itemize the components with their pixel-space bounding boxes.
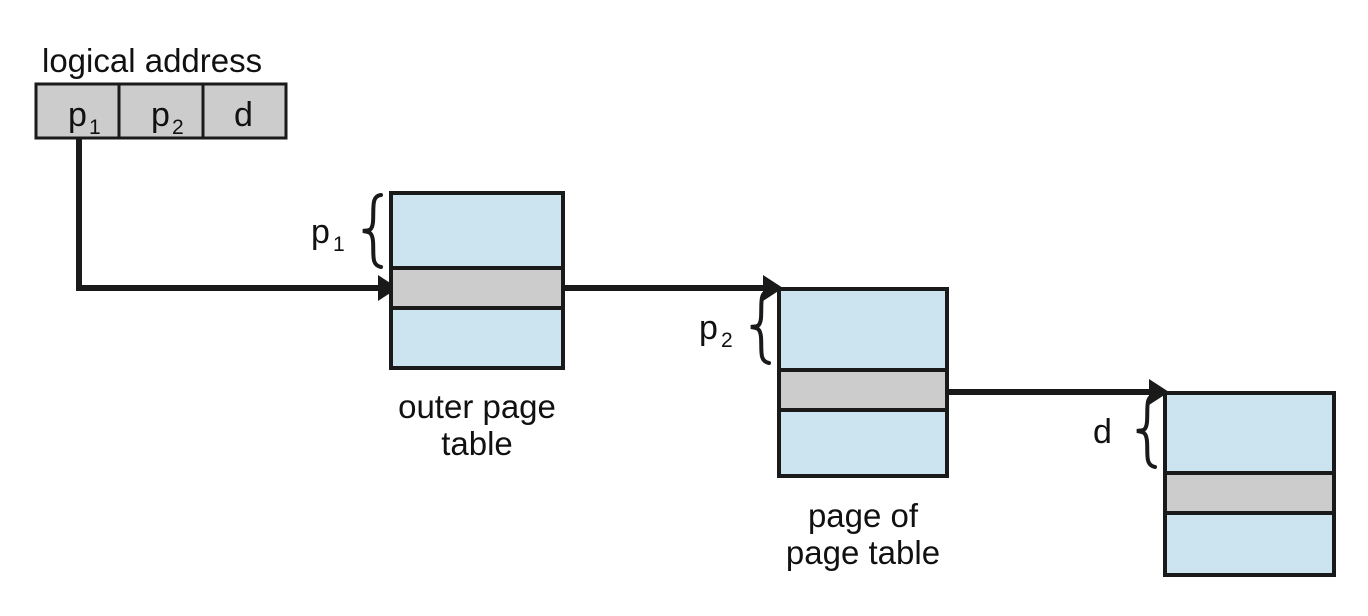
address-field-p1-subscript: 1 xyxy=(89,116,101,139)
connector-p1-path xyxy=(76,138,378,291)
outer-page-table-caption-line-2: table xyxy=(441,425,513,462)
outer-page-table-caption-line-1: outer page xyxy=(398,388,556,425)
memory-frame-brace-path xyxy=(1136,393,1157,469)
address-field-p2: p 2 xyxy=(151,96,184,139)
address-field-p2-subscript: 2 xyxy=(172,116,184,139)
page-of-page-table-caption-line-1: page of xyxy=(808,497,919,534)
page-of-page-table-band-bottom xyxy=(777,408,949,478)
page-of-page-table-brace xyxy=(750,289,771,365)
page-of-page-table-brace-label: p 2 xyxy=(699,309,733,352)
connector-frame-arrowhead xyxy=(1149,379,1169,405)
outer-page-table-brace-label-subscript: 1 xyxy=(333,233,345,256)
address-field-d-label: d xyxy=(234,96,253,134)
outer-page-table-brace-label: p 1 xyxy=(311,213,345,256)
connector-outer-to-page-of-page-table xyxy=(563,275,783,301)
connector-p1-arrowhead xyxy=(378,275,398,301)
memory-frame-brace xyxy=(1136,393,1157,469)
outer-page-table: p 1 outer page table xyxy=(311,191,565,462)
connector-outer-arrowhead xyxy=(763,275,783,301)
outer-page-table-brace-path xyxy=(362,193,383,269)
page-of-page-table-brace-label-subscript: 2 xyxy=(721,329,733,352)
connector-p1-to-outer-page-table xyxy=(76,138,398,301)
connector-page-of-page-table-to-memory-frame xyxy=(947,379,1169,405)
outer-page-table-band-entry xyxy=(389,266,565,310)
page-of-page-table-brace-label-text: p xyxy=(699,309,718,347)
outer-page-table-band-bottom xyxy=(389,306,565,370)
outer-page-table-brace xyxy=(362,193,383,269)
memory-frame: d xyxy=(1093,391,1336,577)
page-of-page-table-band-top xyxy=(777,287,949,372)
logical-address-box-outline xyxy=(34,82,288,140)
page-of-page-table-brace-path xyxy=(750,289,771,365)
page-of-page-table-band-entry xyxy=(777,368,949,412)
address-field-d: d xyxy=(234,96,253,134)
page-of-page-table-caption-line-2: page table xyxy=(786,534,940,571)
memory-frame-brace-label: d xyxy=(1093,413,1112,451)
address-field-p1-label: p xyxy=(68,96,87,134)
memory-frame-band-bottom xyxy=(1163,511,1336,577)
memory-frame-band-top xyxy=(1163,391,1336,475)
outer-page-table-brace-label-text: p xyxy=(311,213,330,251)
memory-frame-brace-label-text: d xyxy=(1093,413,1112,451)
address-field-p1: p 1 xyxy=(68,96,101,139)
outer-page-table-band-top xyxy=(389,191,565,270)
memory-frame-band-entry xyxy=(1163,471,1336,515)
logical-address-heading: logical address xyxy=(42,42,262,79)
logical-address-box: p 1 p 2 d xyxy=(34,82,288,140)
address-field-p2-label: p xyxy=(151,96,170,134)
page-of-page-table: p 2 page of page table xyxy=(699,287,949,571)
